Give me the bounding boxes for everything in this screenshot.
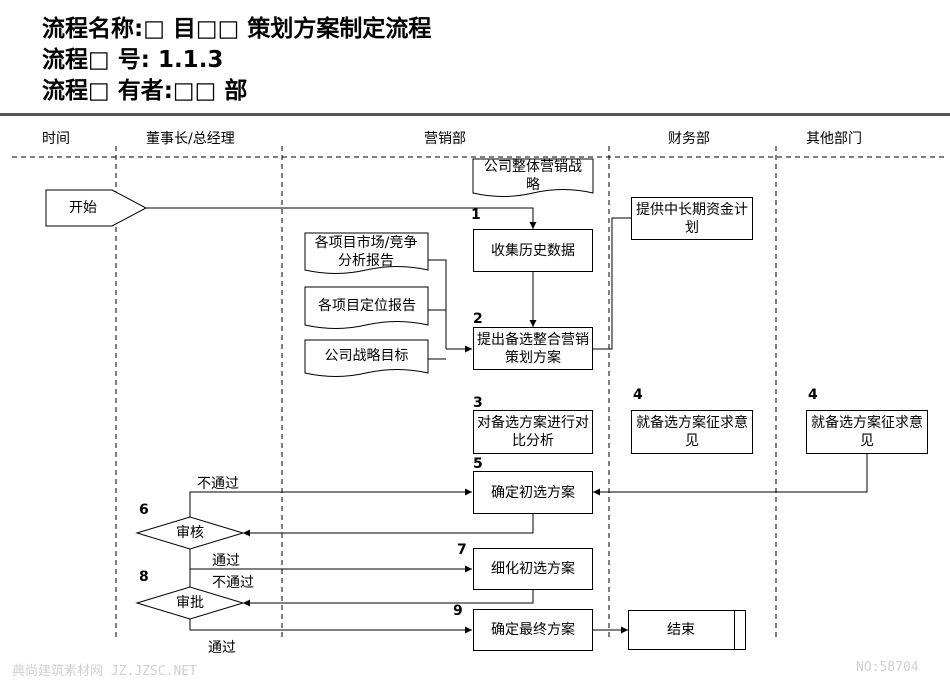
process-code: 流程□ 号: 1.1.3 bbox=[42, 47, 224, 73]
start-terminator: 开始 bbox=[69, 200, 97, 216]
confirm-final-plan-step: 确定最终方案 bbox=[473, 609, 593, 651]
start-shape bbox=[45, 189, 148, 227]
propose-plans-step: 提出备选整合营销策划方案 bbox=[473, 327, 593, 370]
review-pass-label: 通过 bbox=[212, 553, 240, 569]
refine-plan-step: 细化初选方案 bbox=[473, 548, 593, 590]
lane-chairman: 董事长/总经理 bbox=[146, 131, 235, 147]
other-opinion-step: 就备选方案征求意见 bbox=[806, 410, 928, 454]
market-report-shape bbox=[304, 232, 429, 274]
step-number: 3 bbox=[473, 395, 483, 411]
provide-funding-plan-step: 提供中长期资金计划 bbox=[631, 197, 753, 240]
strategy-doc-shape bbox=[472, 158, 594, 197]
step-number: 8 bbox=[139, 569, 149, 585]
collect-history-data-step: 收集历史数据 bbox=[473, 229, 593, 272]
strategy-document: 公司整体营销战略 bbox=[484, 159, 582, 193]
approve-decision: 审批 bbox=[176, 595, 204, 611]
lane-time: 时间 bbox=[42, 131, 70, 147]
step-number: 7 bbox=[457, 542, 467, 558]
end-terminator: 结束 bbox=[628, 610, 746, 650]
strategy-goal-doc: 公司战略目标 bbox=[324, 348, 409, 364]
finance-opinion-step: 就备选方案征求意见 bbox=[631, 410, 753, 454]
positioning-report-shape bbox=[304, 286, 429, 329]
compare-plans-step: 对备选方案进行对比分析 bbox=[473, 410, 593, 454]
review-fail-label: 不通过 bbox=[197, 476, 239, 492]
positioning-report-doc: 各项目定位报告 bbox=[318, 298, 416, 314]
lane-finance: 财务部 bbox=[668, 131, 710, 147]
end-label: 结束 bbox=[667, 622, 695, 638]
step-number: 5 bbox=[473, 456, 483, 472]
step-number: 2 bbox=[473, 311, 483, 327]
step-number: 4 bbox=[633, 387, 643, 403]
process-name: 流程名称:□ 目□□ 策划方案制定流程 bbox=[42, 16, 432, 42]
step-number: 9 bbox=[453, 603, 463, 619]
lane-other: 其他部门 bbox=[806, 131, 862, 147]
end-terminator-bar bbox=[734, 611, 735, 649]
strategy-goal-shape bbox=[304, 339, 429, 377]
watermark-right: NO:58704 bbox=[856, 660, 919, 675]
lane-marketing: 营销部 bbox=[424, 131, 466, 147]
watermark-left: 典尚建筑素材网 JZ.JZSC.NET bbox=[12, 664, 197, 679]
step-number: 6 bbox=[139, 502, 149, 518]
approve-pass-label: 通过 bbox=[208, 640, 236, 656]
approve-fail-label: 不通过 bbox=[212, 575, 254, 591]
confirm-initial-plan-step: 确定初选方案 bbox=[473, 471, 593, 514]
review-decision: 审核 bbox=[176, 525, 204, 541]
step-number: 1 bbox=[471, 207, 481, 223]
lane-separators bbox=[12, 146, 945, 640]
header-divider bbox=[0, 113, 950, 116]
process-owner: 流程□ 有者:□□ 部 bbox=[42, 78, 248, 104]
step-number: 4 bbox=[808, 387, 818, 403]
market-analysis-report-doc: 各项目市场/竞争分析报告 bbox=[314, 235, 418, 269]
